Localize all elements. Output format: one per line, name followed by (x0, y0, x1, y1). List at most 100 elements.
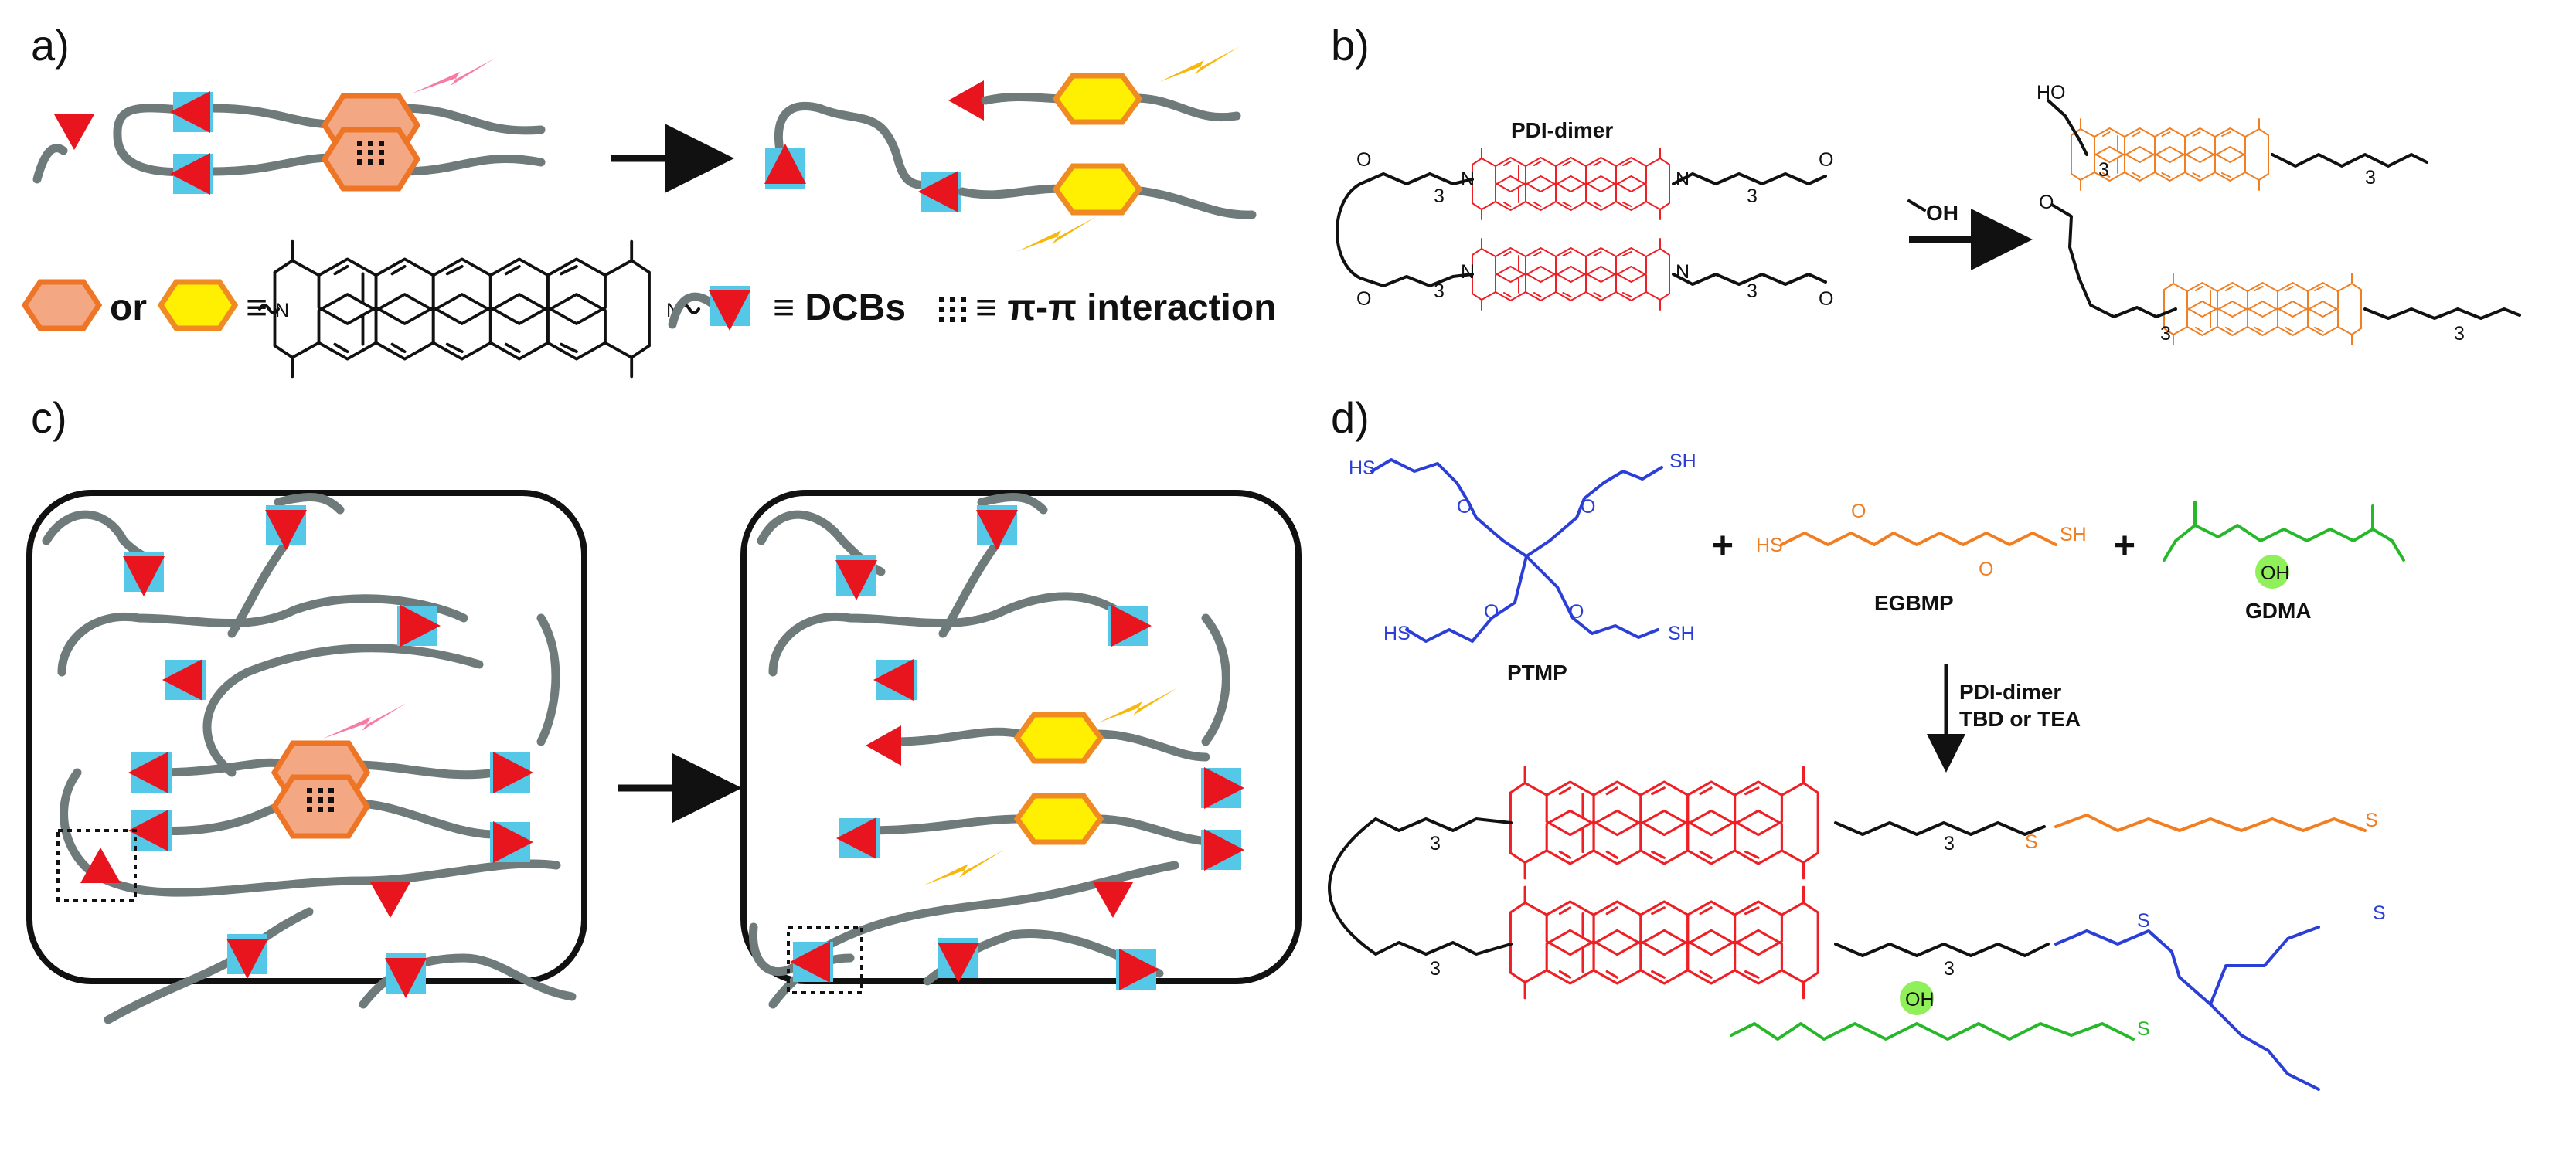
lightning-icon (1016, 216, 1097, 252)
svg-text:HS: HS (1756, 535, 1783, 556)
dcb-fragment-icon (866, 725, 901, 766)
egbmp-label: EGBMP (1874, 591, 1954, 615)
svg-text:O: O (1356, 288, 1371, 310)
pdi-dimer-icon (325, 96, 417, 189)
svg-text:N: N (1676, 261, 1690, 283)
svg-text:O: O (1457, 496, 1472, 518)
panel-b-scheme: PDI-dimer N N N N O O O O 3 3 3 3 OH (1336, 82, 2521, 345)
pdi-hexagon-icon (157, 279, 239, 331)
svg-text:3: 3 (1747, 280, 1758, 302)
oh-highlight-icon (2255, 555, 2289, 589)
svg-text:3: 3 (2160, 323, 2171, 345)
ptmp-label: PTMP (1507, 661, 1567, 685)
panel-c-network-before (26, 490, 587, 1024)
dcb-icon (128, 752, 172, 793)
svg-text:O: O (1851, 501, 1866, 522)
svg-text:3: 3 (1430, 958, 1441, 980)
svg-text:O: O (1979, 559, 1993, 580)
svg-text:HS: HS (1349, 457, 1376, 479)
dcb-icon (170, 91, 213, 133)
svg-text:3: 3 (1434, 280, 1445, 302)
dcb-icon (385, 953, 427, 998)
ptmp-structure: HS SH HS SH O O O O PTMP (1349, 450, 1696, 685)
dcb-icon (397, 605, 441, 647)
svg-text:SH: SH (2060, 524, 2087, 545)
pdi-monomer-icon (1056, 166, 1139, 212)
svg-text:SH: SH (1668, 623, 1695, 644)
svg-text:S: S (2373, 902, 2386, 924)
dcb-icon (835, 555, 877, 600)
svg-text:O: O (1819, 288, 1833, 310)
perylene-diimide-icon: N N (258, 239, 700, 379)
svg-text:HS: HS (1383, 623, 1411, 644)
plus-sign: + (1712, 525, 1734, 566)
dcb-fragment-icon (370, 882, 410, 918)
lightning-icon (1097, 688, 1178, 723)
panel-label-c: c) (31, 393, 67, 442)
pdi-hexagon-icon (21, 279, 103, 331)
lightning-icon (924, 850, 1004, 885)
svg-text:OH: OH (1905, 989, 1935, 1011)
pdi-dimer-title: PDI-dimer (1511, 118, 1613, 142)
svg-text:3: 3 (2454, 323, 2465, 345)
svg-text:O: O (1581, 496, 1595, 518)
gdma-label: GDMA (2245, 599, 2312, 623)
svg-text:S: S (2365, 810, 2378, 831)
dcb-fragment-icon (948, 80, 984, 121)
svg-text:O: O (1484, 601, 1499, 623)
svg-text:3: 3 (1430, 833, 1441, 854)
dcb-icon (1201, 767, 1244, 809)
svg-text:S: S (2025, 831, 2038, 853)
hydroxyl-end-label: HO (2037, 82, 2066, 104)
svg-text:N: N (275, 300, 289, 321)
svg-text:O: O (1819, 149, 1833, 171)
panel-label-b: b) (1331, 21, 1370, 70)
dcb-icon (170, 153, 213, 195)
svg-text:3: 3 (2365, 167, 2376, 189)
dcb-icon (836, 817, 880, 859)
dcb-icon (790, 941, 833, 983)
panel-a-schematic: or ≡ N N ≡ DCBs ≡ π-π interaction (21, 46, 1277, 379)
svg-text:3: 3 (1944, 958, 1955, 980)
pdi-monomer-icon (1056, 76, 1139, 122)
svg-text:O: O (1569, 601, 1584, 623)
catalyst-line-1: PDI-dimer (1959, 680, 2061, 704)
dcb-icon (265, 505, 307, 550)
legend-dcbs: ≡ DCBs (773, 287, 906, 328)
dcb-icon (226, 934, 268, 979)
svg-text:OH: OH (2261, 562, 2290, 584)
egbmp-structure: HS SH O O EGBMP (1756, 501, 2087, 615)
legend-pi-interaction: ≡ π-π interaction (975, 287, 1277, 328)
pdi-monomer-icon (1017, 796, 1101, 842)
panel-d-scheme: HS SH HS SH O O O O PTMP + HS SH O O EGB… (1328, 450, 2405, 1091)
dcb-icon (873, 659, 917, 701)
gdma-structure: OH GDMA (2163, 501, 2405, 623)
svg-text:N: N (1676, 168, 1690, 190)
svg-text:SH: SH (1669, 450, 1696, 472)
methanol-reagent: OH (1926, 201, 1958, 225)
oh-highlight-icon (1900, 981, 1934, 1015)
svg-text:3: 3 (1944, 833, 1955, 854)
plus-sign: + (2114, 525, 2135, 566)
dcb-icon (490, 752, 533, 793)
dcb-icon (918, 171, 961, 212)
dcb-fragment-icon (1093, 882, 1133, 918)
lightning-icon (412, 58, 495, 93)
dcb-icon (764, 144, 806, 189)
svg-text:3: 3 (1747, 185, 1758, 207)
dcb-icon (976, 505, 1018, 550)
panel-label-d: d) (1331, 393, 1370, 442)
dcb-icon (123, 552, 165, 596)
svg-text:S: S (2137, 910, 2150, 932)
svg-text:N: N (1461, 168, 1475, 190)
dashed-selection-box (56, 829, 137, 902)
dcb-icon (162, 659, 206, 701)
dcb-icon (490, 821, 533, 863)
svg-text:3: 3 (2098, 159, 2109, 181)
svg-text:3: 3 (1434, 185, 1445, 207)
pdi-monomer-icon (1017, 715, 1101, 761)
svg-text:N: N (1461, 261, 1475, 283)
lightning-icon (323, 703, 407, 739)
lightning-icon (1159, 46, 1240, 82)
